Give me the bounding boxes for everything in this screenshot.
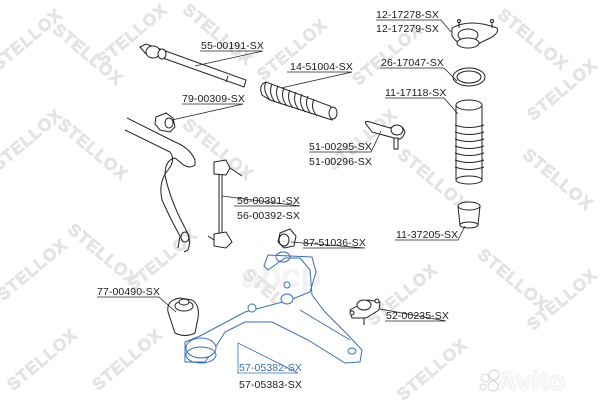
leader-14-51004 [280, 71, 353, 89]
part-label-79-00309: 79-00309-SX [182, 93, 245, 105]
tie-rod-end-drawing [365, 120, 406, 150]
avito-watermark: Avito [497, 366, 566, 396]
leader-51-00295 [309, 130, 382, 153]
part-label-11-17118: 11-17118-SX [385, 87, 447, 99]
arm-bushing-small-drawing [277, 228, 297, 249]
stabilizer-bushing-drawing [154, 112, 176, 133]
leader-79-00309 [171, 103, 244, 121]
leader-52-00235 [379, 308, 447, 322]
arm-bushing-large-drawing [167, 297, 199, 336]
part-label-12-17279: 12-17279-SX [376, 23, 439, 35]
part-label-12-17278: 12-17278-SX [376, 9, 439, 21]
part-label-51-00296: 51-00296-SX [309, 156, 372, 168]
leader-12-17278 [376, 19, 452, 33]
leader-77-00490 [97, 296, 177, 313]
strut-bearing-drawing [452, 67, 486, 87]
leader-56-00391 [221, 195, 301, 207]
leader-87-51036 [290, 241, 366, 249]
part-label-14-51004: 14-51004-SX [290, 61, 353, 73]
part-label-52-00235: 52-00235-SX [386, 310, 449, 322]
part-label-56-00392: 56-00392-SX [237, 210, 300, 222]
leader-11-17118 [385, 97, 459, 115]
ball-joint-drawing [349, 298, 381, 325]
part-label-57-05383: 57-05383-SX [239, 379, 302, 391]
part-label-77-00490: 77-00490-SX [97, 286, 160, 298]
bump-stop-drawing [457, 201, 481, 229]
shock-boot-drawing [454, 99, 485, 185]
steering-boot-drawing [260, 81, 338, 121]
leader-55-00191 [194, 50, 264, 67]
leader-11-37205 [395, 225, 466, 241]
stabilizer-link-drawing [207, 159, 243, 249]
part-label-26-17047: 26-17047-SX [381, 57, 444, 69]
part-label-51-00295: 51-00295-SX [309, 141, 372, 153]
part-label-57-05382: 57-05382-SX [239, 362, 302, 374]
part-label-55-00191: 55-00191-SX [201, 40, 264, 52]
lower-control-arm-drawing [184, 251, 363, 364]
strut-mount-drawing [451, 19, 498, 49]
leader-57-05382 [237, 342, 299, 374]
tie-rod-drawing [139, 43, 247, 88]
part-label-11-37205: 11-37205-SX [396, 229, 459, 241]
stabilizer-bar-drawing [124, 117, 196, 253]
avito-logo-icon [479, 369, 500, 392]
part-label-87-51036: 87-51036-SX [303, 237, 366, 249]
leader-26-17047 [380, 67, 458, 82]
part-label-56-00391: 56-00391-SX [237, 195, 300, 207]
